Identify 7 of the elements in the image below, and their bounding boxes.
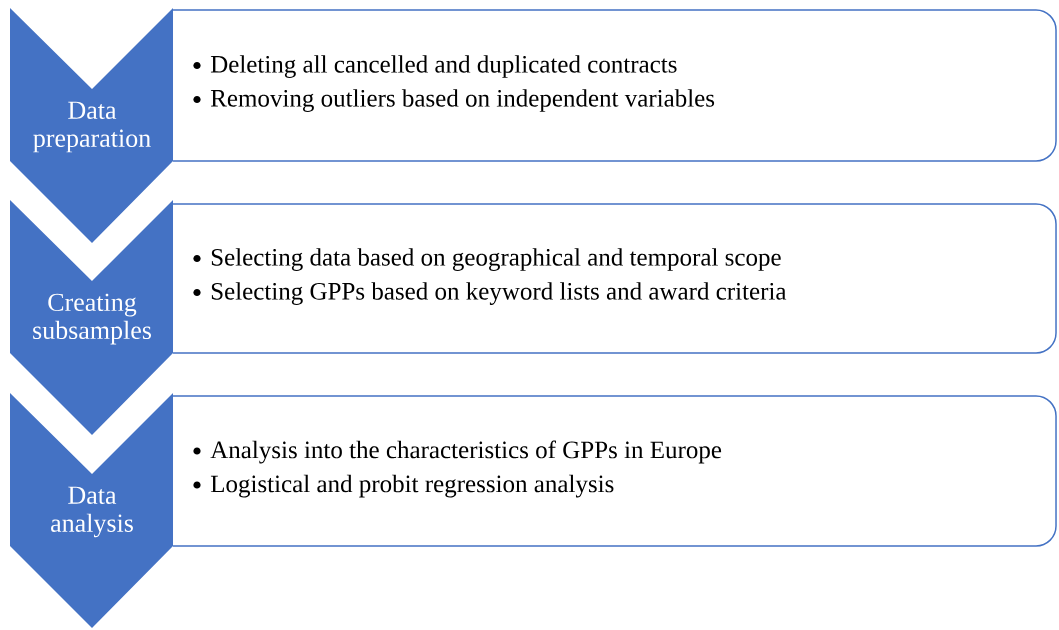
- step-banner: Creating subsamples: [10, 200, 173, 435]
- step-banner: Data preparation: [10, 8, 173, 243]
- process-box: Analysis into the characteristics of GPPs in Europe Logistical and probit regression analysis: [172, 395, 1057, 547]
- node-label: Data preparation: [33, 101, 151, 153]
- process-box: Selecting data based on geographical and temporal scope Selecting GPPs based on keyword lists and award criteria: [172, 203, 1057, 354]
- step-banner: Data analysis: [10, 393, 173, 628]
- process-box: Deleting all cancelled and duplicated contracts Removing outliers based on independent variables: [172, 9, 1057, 162]
